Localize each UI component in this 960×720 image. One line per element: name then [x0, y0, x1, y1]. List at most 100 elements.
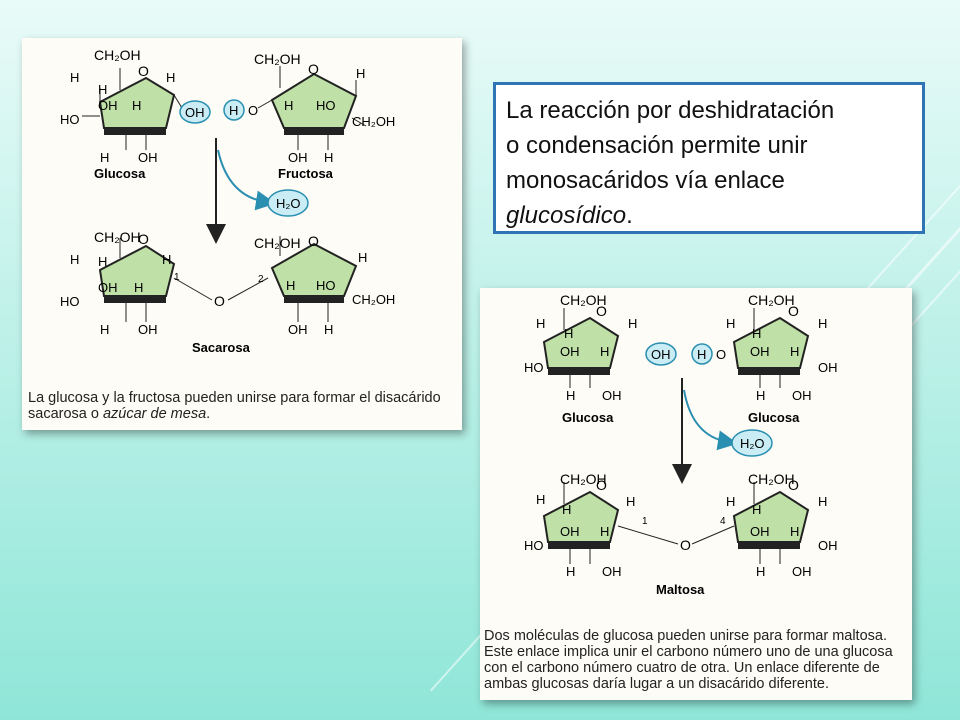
- maltose-panel: CH₂OH O H H H OH H HO H OH Glucosa OH H …: [480, 288, 912, 700]
- h-label: H: [98, 82, 107, 97]
- h-label: H: [752, 502, 761, 517]
- oxygen-label: O: [248, 103, 258, 118]
- oh-label: OH: [792, 388, 812, 403]
- h-label: H: [726, 494, 735, 509]
- hydrogen-bubble: [223, 99, 245, 121]
- oh-bubble-label: OH: [651, 347, 671, 362]
- hydrogen-bubble: [691, 343, 713, 365]
- h-label: H: [628, 316, 637, 331]
- h-label: H: [134, 280, 143, 295]
- fructose-molecule: CH₂OH O H H HO CH₂OH OH H Fructosa: [254, 51, 395, 181]
- ring-oxygen-label: O: [788, 477, 799, 493]
- caption-line: con el carbono número cuatro de otra. Un…: [484, 660, 880, 676]
- oh-label: OH: [560, 344, 580, 359]
- h-label: H: [536, 492, 545, 507]
- caption-text: .: [206, 406, 211, 422]
- sucrose-diagram: CH₂OH O H H OH H H HO H OH Glucosa OH H …: [60, 47, 395, 355]
- textbox-line: monosacáridos vía enlace: [506, 167, 785, 194]
- hydroxyl-bubble: [645, 342, 677, 366]
- ch2oh-label: CH₂OH: [560, 292, 607, 308]
- ring-oxygen-label: O: [596, 477, 607, 493]
- caption-line: La glucosa y la fructosa pueden unirse p…: [28, 390, 441, 406]
- glucose-molecule: CH₂OH O H H OH H H HO H OH Glucosa: [60, 47, 183, 181]
- ch2oh-label: CH₂OH: [352, 292, 395, 307]
- h-label: H: [132, 98, 141, 113]
- h-label: H: [818, 316, 827, 331]
- glucose-label: Glucosa: [748, 410, 800, 425]
- fructose-label: Fructosa: [278, 166, 334, 181]
- glycosidic-oxygen: O: [680, 537, 691, 553]
- h-label: H: [286, 278, 295, 293]
- water-label: H₂O: [740, 436, 765, 451]
- oh-label: OH: [792, 564, 812, 579]
- maltose-label: Maltosa: [656, 582, 705, 597]
- explanation-textbox: La reacción por deshidratación o condens…: [493, 82, 925, 234]
- oh-label: OH: [602, 388, 622, 403]
- oh-label: OH: [750, 344, 770, 359]
- water-arrow: [217, 149, 276, 211]
- h-label: H: [566, 564, 575, 579]
- carbon-number: 4: [720, 516, 726, 527]
- maltose-diagram: CH₂OH O H H H OH H HO H OH Glucosa OH H …: [524, 292, 838, 597]
- h-bubble-label: H: [697, 347, 706, 362]
- glucose-molecule-1: CH₂OH O H H H OH H HO H OH Glucosa: [524, 292, 637, 425]
- h-label: H: [564, 326, 573, 341]
- ring-oxygen-label: O: [788, 303, 799, 319]
- h-label: H: [162, 252, 171, 267]
- sucrose-panel: CH₂OH O H H OH H H HO H OH Glucosa OH H …: [22, 38, 462, 430]
- h-label: H: [790, 344, 799, 359]
- oxygen-label: O: [716, 347, 726, 362]
- oh-label: OH: [288, 322, 308, 337]
- ch2oh-label: CH₂OH: [560, 471, 607, 487]
- textbox-line: o condensación permite unir: [506, 132, 808, 159]
- ch2oh-label: CH₂OH: [748, 471, 795, 487]
- h-label: H: [358, 250, 367, 265]
- water-label: H₂O: [276, 196, 301, 211]
- h-label: H: [70, 70, 79, 85]
- ring-oxygen-label: O: [596, 303, 607, 319]
- hydroxyl-bubble: [179, 100, 211, 124]
- caption-text: sacarosa o: [28, 406, 103, 422]
- h-label: H: [324, 150, 333, 165]
- h-label: H: [626, 494, 635, 509]
- caption-italic: azúcar de mesa: [102, 406, 207, 422]
- oh-label: OH: [818, 538, 838, 553]
- ch2oh-label: CH₂OH: [254, 235, 301, 251]
- oh-label: OH: [750, 524, 770, 539]
- textbox-line: glucosídico.: [506, 198, 912, 233]
- carbon-number: 1: [174, 272, 180, 283]
- carbon-number: 1: [642, 516, 648, 527]
- ho-label: HO: [316, 98, 336, 113]
- h-label: H: [790, 524, 799, 539]
- ch2oh-label: CH₂OH: [94, 229, 141, 245]
- sucrose-label: Sacarosa: [192, 340, 251, 355]
- carbon-number: 2: [258, 274, 264, 285]
- ch2oh-label: CH₂OH: [352, 114, 395, 129]
- h-label: H: [756, 564, 765, 579]
- textbox-line: La reacción por deshidratación: [506, 97, 835, 124]
- oh-bubble-label: OH: [185, 105, 205, 120]
- oh-label: OH: [818, 360, 838, 375]
- water-bubble: [267, 189, 309, 217]
- ch2oh-label: CH₂OH: [748, 292, 795, 308]
- sucrose-molecule: CH₂OH O H H H 1 OH H HO H OH O CH₂OH 2 O…: [60, 229, 395, 355]
- h-label: H: [100, 150, 109, 165]
- glucose-molecule-2: CH₂OH O H H H OH H OH H OH Glucosa: [726, 292, 838, 425]
- oh-label: OH: [98, 280, 118, 295]
- water-arrow: [683, 389, 738, 451]
- ring-oxygen-label: O: [138, 231, 149, 247]
- oh-label: OH: [602, 564, 622, 579]
- oh-label: OH: [98, 98, 118, 113]
- textbox-italic-term: glucosídico: [506, 202, 627, 229]
- h-bubble-label: H: [229, 103, 238, 118]
- h-label: H: [756, 388, 765, 403]
- h-label: H: [70, 252, 79, 267]
- oh-label: OH: [138, 150, 158, 165]
- maltose-molecule: CH₂OH O H H H 1 OH H H O H OH O CH₂OH 4 O…: [524, 471, 838, 597]
- h-label: H: [98, 254, 107, 269]
- glucose-label: Glucosa: [562, 410, 614, 425]
- h-label: H: [600, 344, 609, 359]
- ring-oxygen-label: O: [308, 233, 319, 249]
- h-label: H: [600, 524, 609, 539]
- h-label: H: [726, 316, 735, 331]
